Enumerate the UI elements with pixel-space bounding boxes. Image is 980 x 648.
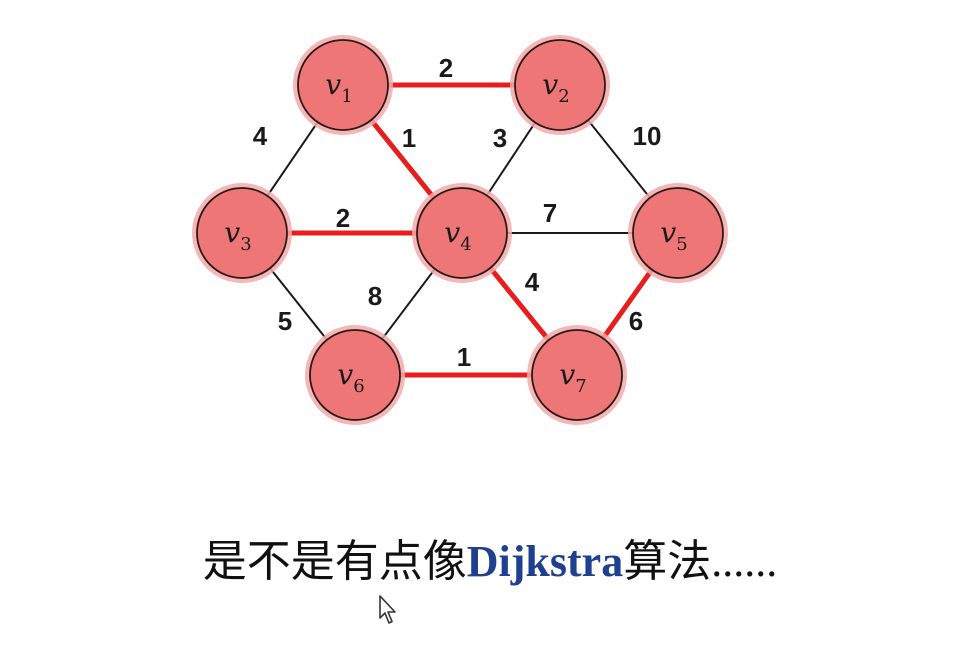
node-label: v6 — [337, 358, 364, 397]
edge-weight-v3-v6: 5 — [278, 306, 292, 336]
node-letter: v — [660, 216, 676, 249]
node-label: v5 — [660, 216, 687, 255]
edge-weight-v6-v7: 1 — [457, 342, 471, 372]
node-letter: v — [542, 68, 558, 101]
node-letter: v — [325, 68, 341, 101]
node-letter: v — [337, 358, 353, 391]
node-subscript: 3 — [240, 234, 251, 255]
node-subscript: 4 — [460, 234, 471, 255]
edge-weight-v1-v4: 1 — [402, 123, 416, 153]
edge-weight-v4-v6: 8 — [368, 281, 382, 311]
node-circle — [514, 39, 606, 131]
node-subscript: 5 — [676, 234, 687, 255]
node-circle — [632, 187, 724, 279]
node-subscript: 2 — [558, 86, 569, 107]
node-label: v2 — [542, 68, 569, 107]
node-label: v7 — [559, 358, 586, 397]
edge-weight-v1-v2: 2 — [439, 53, 453, 83]
node-label: v4 — [444, 216, 471, 255]
node-v1: v1 — [293, 35, 393, 135]
node-circle — [309, 329, 401, 421]
node-v6: v6 — [305, 325, 405, 425]
node-v5: v5 — [628, 183, 728, 283]
edge-weight-v2-v5: 10 — [633, 121, 662, 151]
node-label: v1 — [325, 68, 352, 107]
node-circle — [416, 187, 508, 279]
caption: 是不是有点像Dijkstra算法...... — [0, 525, 980, 589]
edge-weight-v5-v7: 6 — [629, 306, 643, 336]
node-label: v3 — [224, 216, 251, 255]
caption-suffix: 算法 — [623, 536, 712, 587]
edge-weight-v1-v3: 4 — [253, 121, 268, 151]
node-subscript: 6 — [353, 376, 364, 397]
node-subscript: 1 — [341, 86, 352, 107]
caption-prefix: 是不是有点像 — [202, 536, 467, 587]
node-letter: v — [444, 216, 460, 249]
edge-weight-v3-v4: 2 — [336, 203, 350, 233]
caption-highlight: Dijkstra — [466, 537, 624, 586]
node-circle — [297, 39, 389, 131]
node-v7: v7 — [527, 325, 627, 425]
node-subscript: 7 — [575, 376, 586, 397]
mouse-pointer-icon — [379, 595, 396, 624]
node-circle — [531, 329, 623, 421]
node-circle — [196, 187, 288, 279]
edge-weight-v2-v4: 3 — [493, 123, 507, 153]
node-v3: v3 — [192, 183, 292, 283]
caption-trail: ...... — [711, 537, 778, 586]
node-letter: v — [224, 216, 240, 249]
node-v2: v2 — [510, 35, 610, 135]
node-letter: v — [559, 358, 575, 391]
edge-weight-v4-v5: 7 — [543, 198, 557, 228]
edge-weight-v4-v7: 4 — [525, 267, 540, 297]
node-v4: v4 — [412, 183, 512, 283]
